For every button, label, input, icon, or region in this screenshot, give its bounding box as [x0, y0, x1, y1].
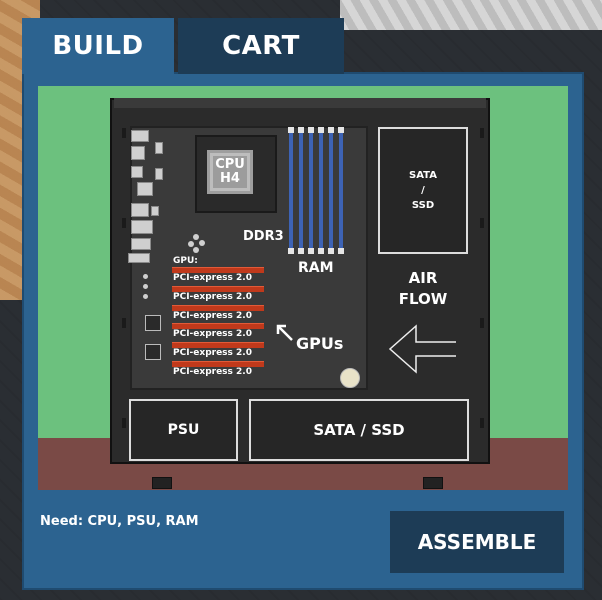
- mobo-component: [199, 240, 205, 246]
- mobo-chip: [145, 344, 161, 360]
- pci-label-2: PCI-express 2.0: [173, 292, 252, 302]
- io-port: [131, 130, 149, 142]
- sata-ssd-bay-bottom-label: SATA / SSD: [313, 421, 405, 439]
- ram-clip: [298, 127, 304, 133]
- pci-slot-2[interactable]: [172, 286, 264, 292]
- gpus-label: GPUs: [296, 334, 344, 353]
- vent: [480, 128, 484, 138]
- mobo-component: [193, 247, 199, 253]
- sata-ssd-bay-top[interactable]: SATA / SSD: [378, 127, 468, 254]
- mobo-component: [143, 284, 148, 289]
- vent: [122, 418, 126, 428]
- psu-bay[interactable]: PSU: [129, 399, 238, 461]
- pc-case-rim: [114, 98, 486, 108]
- ram-clip: [328, 127, 334, 133]
- ram-clip: [318, 248, 324, 254]
- io-port: [155, 168, 163, 180]
- pci-label-3: PCI-express 2.0: [173, 311, 252, 321]
- mobo-component: [193, 234, 199, 240]
- pci-label-4: PCI-express 2.0: [173, 329, 252, 339]
- sata-ssd-bay-bottom[interactable]: SATA / SSD: [249, 399, 469, 461]
- pci-label-6: PCI-express 2.0: [173, 367, 252, 377]
- ram-slot-4[interactable]: [319, 128, 323, 252]
- ram-clip: [298, 248, 304, 254]
- ram-slot-3[interactable]: [309, 128, 313, 252]
- requirements-text: Need: CPU, PSU, RAM: [40, 514, 199, 529]
- ram-slot-2[interactable]: [299, 128, 303, 252]
- pci-slot-1[interactable]: [172, 267, 264, 273]
- mobo-chip: [145, 315, 161, 331]
- assemble-button[interactable]: ASSEMBLE: [390, 511, 564, 573]
- airflow-label: AIR FLOW: [398, 269, 448, 308]
- pci-label-5: PCI-express 2.0: [173, 348, 252, 358]
- ram-label: RAM: [298, 260, 334, 276]
- io-port: [131, 203, 149, 217]
- vent: [122, 318, 126, 328]
- mobo-component: [143, 294, 148, 299]
- ram-clip: [318, 127, 324, 133]
- mobo-component: [143, 274, 148, 279]
- sata-ssd-bay-top-label: SATA / SSD: [409, 170, 437, 211]
- tab-cart[interactable]: CART: [178, 18, 344, 74]
- ram-clip: [308, 248, 314, 254]
- ram-clip: [308, 127, 314, 133]
- floor-tiles-top: [340, 0, 602, 30]
- cpu-label-text: CPU H4: [215, 157, 245, 186]
- cpu-label: CPU H4: [213, 156, 247, 188]
- ram-clip: [328, 248, 334, 254]
- pci-slot-6[interactable]: [172, 361, 264, 367]
- io-port: [131, 166, 143, 178]
- io-port: [151, 206, 159, 216]
- io-port: [155, 142, 163, 154]
- io-port: [137, 182, 153, 196]
- mobo-component: [188, 241, 194, 247]
- case-foot-right: [423, 477, 443, 489]
- vent: [122, 128, 126, 138]
- io-port: [131, 146, 145, 160]
- vent: [122, 218, 126, 228]
- vent: [480, 418, 484, 428]
- vent: [480, 318, 484, 328]
- io-port: [131, 220, 153, 234]
- vent: [480, 218, 484, 228]
- pci-slot-5[interactable]: [172, 342, 264, 348]
- ram-slot-5[interactable]: [329, 128, 333, 252]
- ram-slot-1[interactable]: [289, 128, 293, 252]
- pci-slot-4[interactable]: [172, 323, 264, 329]
- ram-clip: [288, 248, 294, 254]
- case-foot-left: [152, 477, 172, 489]
- pci-slot-3[interactable]: [172, 305, 264, 311]
- ram-type-label: DDR3: [243, 229, 284, 244]
- gpu-header: GPU:: [173, 256, 198, 266]
- ram-clip: [338, 248, 344, 254]
- ram-clip: [288, 127, 294, 133]
- arrow-left-icon: [388, 324, 456, 374]
- ram-slot-6[interactable]: [339, 128, 343, 252]
- io-port: [128, 253, 150, 263]
- io-port: [131, 238, 151, 250]
- pointer-arrow-icon: [276, 324, 293, 341]
- ram-clip: [338, 127, 344, 133]
- tab-build[interactable]: BUILD: [22, 18, 174, 74]
- cmos-battery: [340, 368, 360, 388]
- pci-label-1: PCI-express 2.0: [173, 273, 252, 283]
- psu-bay-label: PSU: [167, 422, 200, 438]
